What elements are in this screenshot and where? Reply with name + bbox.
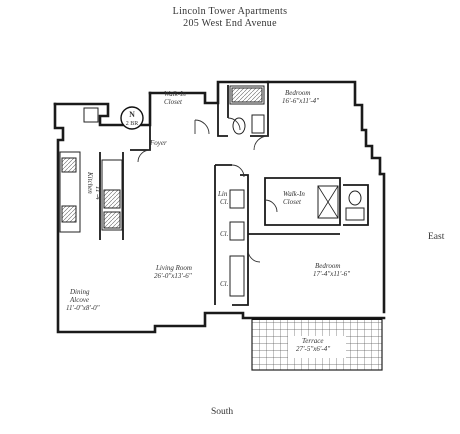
foyer-label: Foyer — [149, 139, 167, 147]
plan-address: 205 West End Avenue — [183, 18, 277, 29]
dining-alcove-name: Dining — [69, 288, 90, 296]
bedroom-1-name: Bedroom — [285, 89, 310, 97]
plan-title: Lincoln Tower Apartments — [172, 6, 288, 17]
dining-alcove-size: 11'-0"x8'-0" — [66, 304, 100, 312]
dining-alcove-name2: Alcove — [69, 296, 89, 304]
walk-in-closet-2-label: Walk-In — [283, 190, 305, 198]
linen-closet-label: Lin — [217, 190, 228, 198]
north-badge-letter: N — [129, 110, 135, 119]
compass-east: East — [428, 232, 445, 242]
walk-in-closet-1-label: Walk-In — [164, 90, 186, 98]
walk-in-closet-2-label2: Closet — [283, 198, 302, 206]
bathroom-fixtures-top — [229, 85, 265, 135]
bedroom-2-size: 17'-4"x11'-6" — [313, 270, 350, 278]
closet-a-label: Cl. — [220, 230, 229, 238]
kitchen-counters — [59, 151, 123, 233]
compass-south: South — [211, 407, 234, 417]
closet-marks — [83, 107, 245, 297]
kitchen-size: 11'-4" — [94, 186, 102, 203]
linen-closet-sub: Cl. — [220, 198, 229, 206]
living-room-name: Living Room — [155, 264, 192, 272]
walk-in-closet-1-label2: Closet — [164, 98, 183, 106]
room-labels: Walk-In Closet Bedroom 16'-6"x11'-4" Foy… — [66, 89, 350, 353]
interior-walls — [99, 82, 369, 306]
bedroom-2-name: Bedroom — [315, 262, 340, 270]
bedroom-1-size: 16'-6"x11'-4" — [282, 97, 319, 105]
kitchen-label: Kitchen — [86, 171, 94, 194]
living-room-size: 26'-0"x13'-6" — [154, 272, 192, 280]
bathroom-fixtures-east — [317, 185, 365, 221]
north-badge: N 2 BR — [120, 106, 144, 130]
terrace-area — [251, 318, 383, 371]
door-swings — [137, 117, 278, 263]
terrace-name: Terrace — [302, 337, 324, 345]
closet-b-label: Cl. — [220, 280, 229, 288]
terrace-size: 27'-5"x6'-4" — [296, 345, 330, 353]
north-badge-sub: 2 BR — [126, 121, 139, 127]
